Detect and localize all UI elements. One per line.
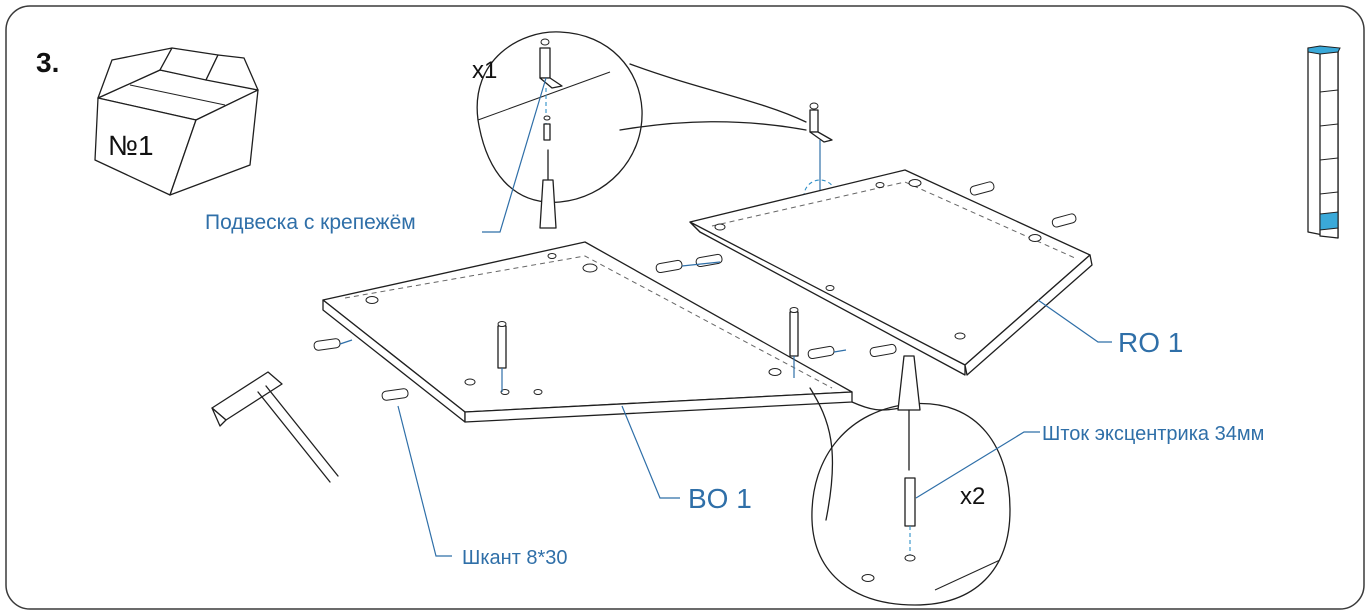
- bo-callout-line: [621, 405, 680, 499]
- hanger-quantity: x1: [472, 57, 497, 84]
- rod-quantity: x2: [960, 483, 985, 510]
- step-number: 3.: [36, 47, 59, 78]
- rod-callout-label: Шток эксцентрика 34мм: [1042, 423, 1264, 445]
- ro-callout-label: RO 1: [1118, 327, 1183, 358]
- rod-detail-zoom: x2: [809, 355, 1011, 606]
- hanger-detail-zoom: x1: [472, 31, 807, 229]
- panel-ro1: [689, 169, 1093, 376]
- hanger-callout-line: [482, 77, 547, 233]
- screwdriver-icon: [539, 149, 557, 229]
- dowel-callout-label: Шкант 8*30: [462, 547, 568, 569]
- hammer-icon: [211, 371, 339, 483]
- screwdriver-icon: [897, 355, 921, 471]
- hanger-bracket: [539, 47, 551, 79]
- rod-callout-line: [915, 431, 1040, 499]
- bo-callout-label: BO 1: [688, 483, 752, 514]
- cardboard-box-icon: №1: [94, 47, 259, 196]
- box-label: №1: [108, 130, 154, 161]
- panel-bo1: [313, 241, 897, 423]
- rod-zoomed: [904, 477, 916, 527]
- ro-callout-line: [1037, 299, 1112, 343]
- eccentric-rod: [497, 325, 507, 369]
- cabinet-thumbnail-icon: [1307, 45, 1341, 239]
- dowel-callout-line: [397, 405, 452, 557]
- eccentric-rod: [789, 311, 799, 357]
- hanger-callout-label: Подвеска с крепежём: [205, 211, 416, 234]
